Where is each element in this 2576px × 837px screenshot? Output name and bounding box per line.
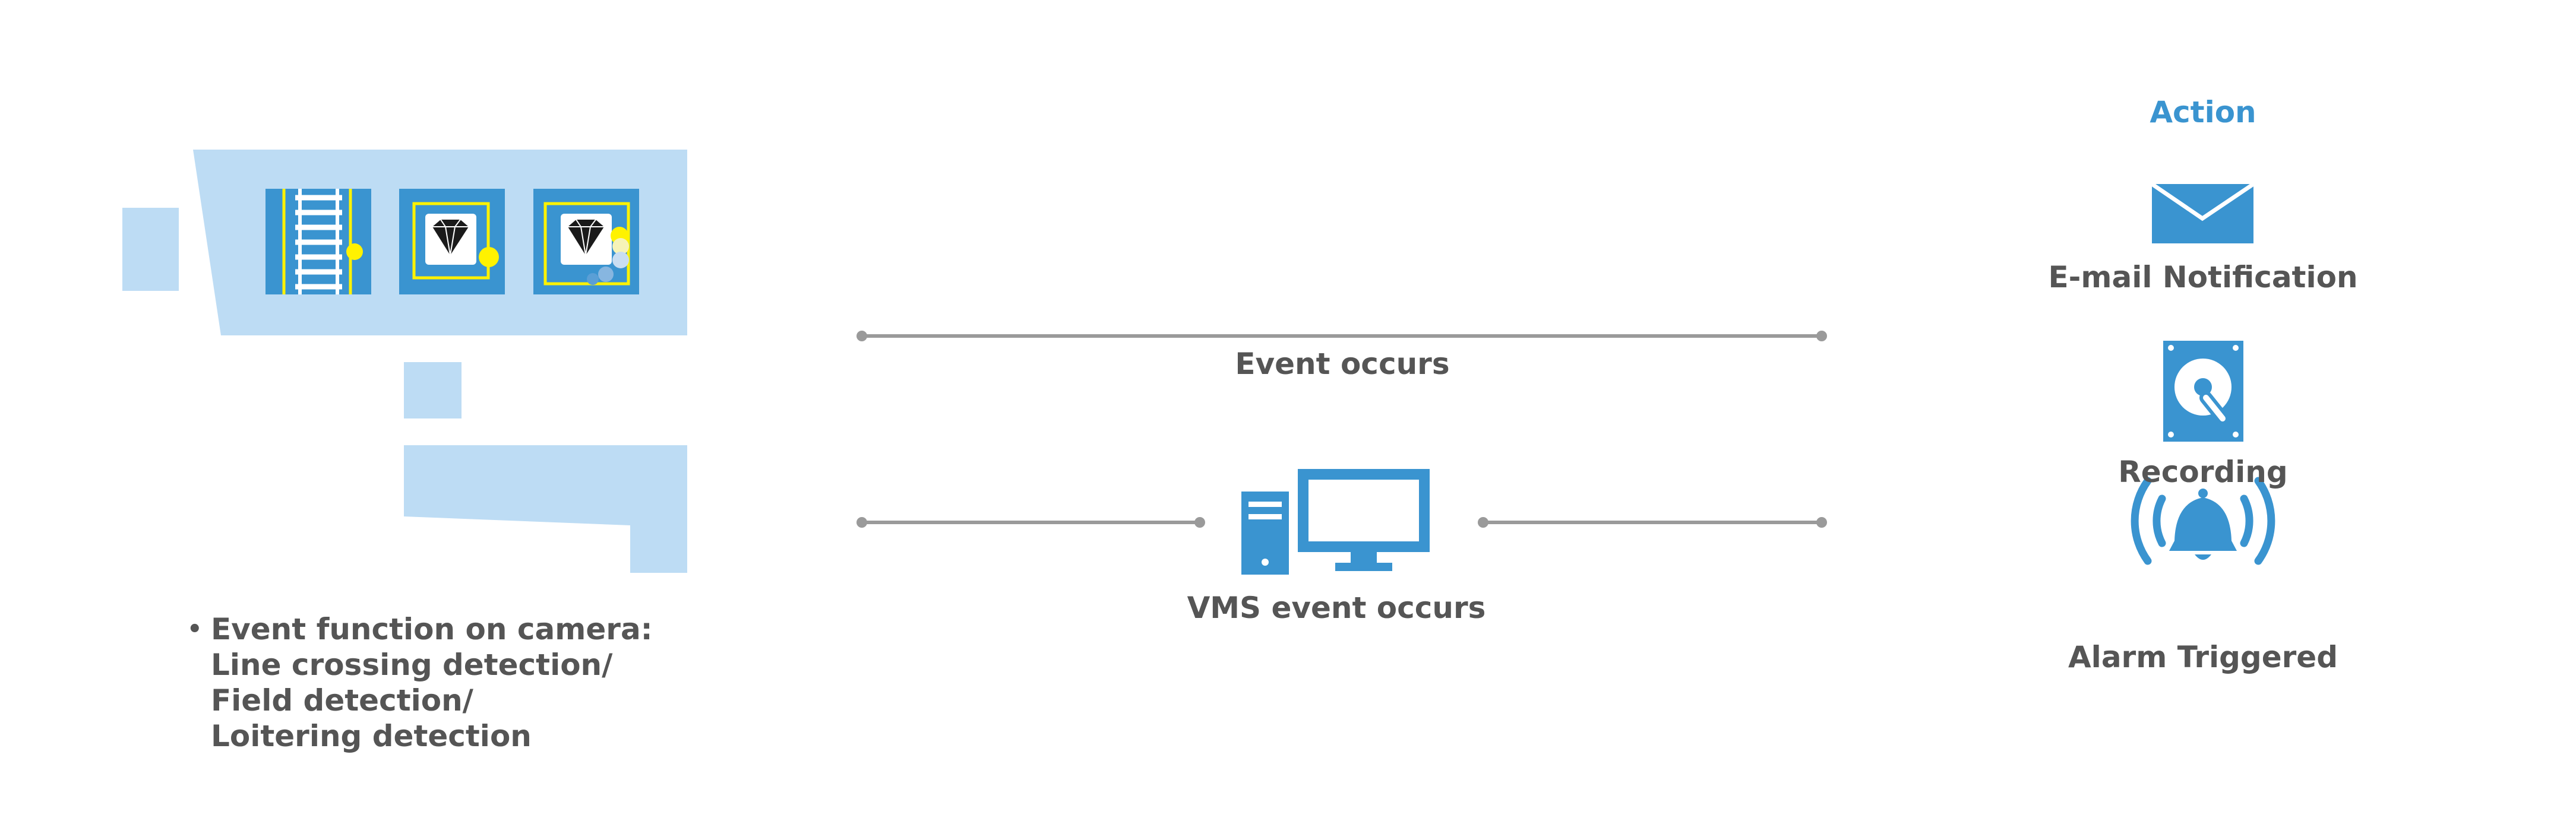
camera-event-list: • Event function on camera: Line crossin… <box>187 611 653 754</box>
line-crossing-icon <box>265 189 371 294</box>
camera-mount-neck <box>404 362 462 418</box>
vms-event-label: VMS event occurs <box>1187 591 1486 625</box>
action-email-label: E-mail Notification <box>2048 260 2358 294</box>
action-title: Action <box>2150 95 2256 129</box>
vms-connector-right <box>1478 517 1827 528</box>
camera-event-line: Field detection/ <box>211 683 473 718</box>
loitering-detection-icon <box>533 189 639 294</box>
camera-event-line: Loitering detection <box>211 719 532 753</box>
field-detection-icon <box>399 189 505 294</box>
camera-mount-base <box>404 445 687 573</box>
bullet-dot: • <box>187 616 203 643</box>
camera-illustration <box>122 150 687 573</box>
envelope-icon <box>2151 182 2255 243</box>
action-recording-label: Recording <box>2118 455 2288 489</box>
action-alarm-label: Alarm Triggered <box>2068 640 2338 674</box>
computer-icon <box>1241 469 1430 575</box>
event-occurs-label: Event occurs <box>1235 347 1450 381</box>
camera-rear-block <box>122 208 179 291</box>
camera-event-line: • Event function on camera: <box>187 612 653 646</box>
event-connector <box>856 331 1827 341</box>
vms-connector-left <box>856 517 1205 528</box>
alarm-bell-icon <box>2131 477 2275 565</box>
camera-event-line: Line crossing detection/ <box>211 648 613 682</box>
hard-disk-icon <box>2163 341 2243 442</box>
